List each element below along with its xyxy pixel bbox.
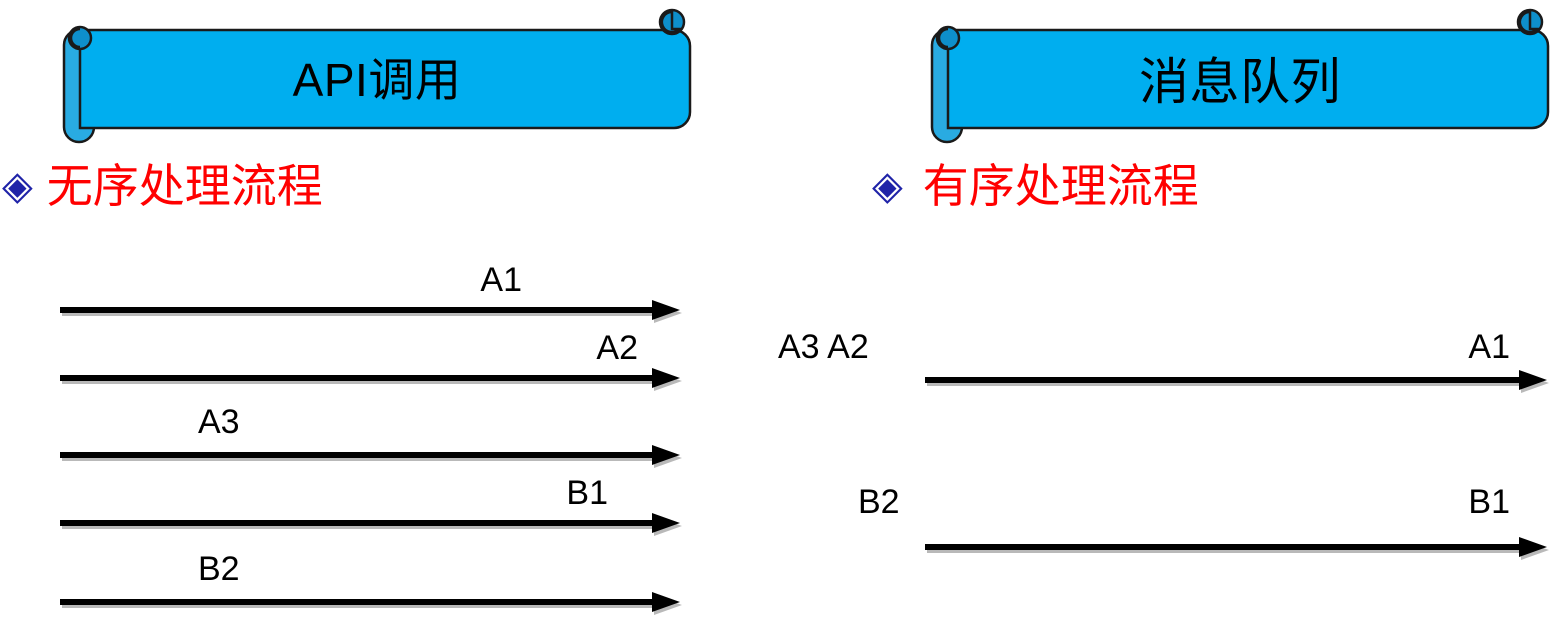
- diamond-bullet-icon: ◈: [872, 163, 903, 209]
- arrow-label-b2-left: B2: [198, 550, 240, 588]
- banner-title-right: 消息队列: [1139, 54, 1341, 110]
- banner-shape-left: [62, 8, 692, 144]
- arrow-label-a3: A3: [198, 403, 240, 441]
- heading-right-text: 有序处理流程: [922, 160, 1199, 212]
- arrow-label-a1-right: A1: [1468, 328, 1510, 366]
- arrow-a1: [60, 298, 684, 323]
- arrow-a3: [60, 443, 684, 468]
- banner-shape-right: [930, 8, 1550, 144]
- arrow-queue-a: [925, 368, 1553, 393]
- heading-left-text: 无序处理流程: [46, 160, 323, 212]
- arrow-b2: [60, 590, 684, 615]
- diamond-bullet-icon: ◈: [2, 163, 33, 209]
- arrow-label-b1-right: B1: [1468, 483, 1510, 521]
- arrow-a2: [60, 366, 684, 391]
- arrow-queue-b: [925, 535, 1553, 560]
- arrow-label-a2: A2: [596, 329, 638, 367]
- arrow-label-a1: A1: [480, 261, 522, 299]
- banner-title-left: API调用: [292, 54, 462, 106]
- queue-labels-a3-a2: A3 A2: [778, 328, 869, 366]
- banner-message-queue: 消息队列: [930, 8, 1550, 144]
- queue-label-b2: B2: [858, 483, 900, 521]
- heading-left: ◈ 无序处理流程: [2, 163, 323, 209]
- heading-right: ◈ 有序处理流程: [872, 163, 1199, 209]
- arrow-b1: [60, 511, 684, 536]
- banner-api-call: API调用: [62, 8, 692, 144]
- arrow-label-b1-left: B1: [566, 474, 608, 512]
